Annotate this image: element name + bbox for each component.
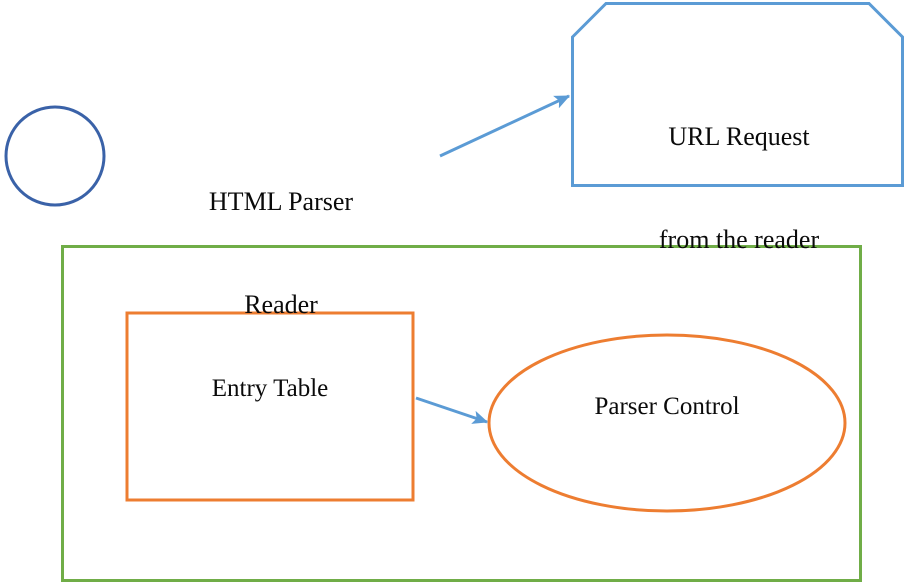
connector-entry-table-to-parser-control <box>415 396 489 424</box>
entry-table-label: Entry Table <box>211 375 329 402</box>
connector-reader-to-url-request <box>439 94 571 158</box>
url-request-line-2: from the reader <box>658 224 820 254</box>
url-request-shape <box>571 2 904 187</box>
html-parser-reader-line-1: HTML Parser <box>208 186 354 216</box>
url-request-label: URL Request from the reader <box>596 51 882 326</box>
html-parser-reader-line-2: Reader <box>244 289 318 319</box>
start-circle <box>4 105 106 207</box>
parser-container-rect <box>61 245 862 582</box>
html-parser-reader-label: HTML Parser Reader <box>170 116 392 391</box>
parser-control-label: Parser Control <box>594 393 740 420</box>
entry-table-rect <box>125 311 415 502</box>
url-request-line-1: URL Request <box>668 121 810 151</box>
parser-control-ellipse <box>487 333 847 513</box>
